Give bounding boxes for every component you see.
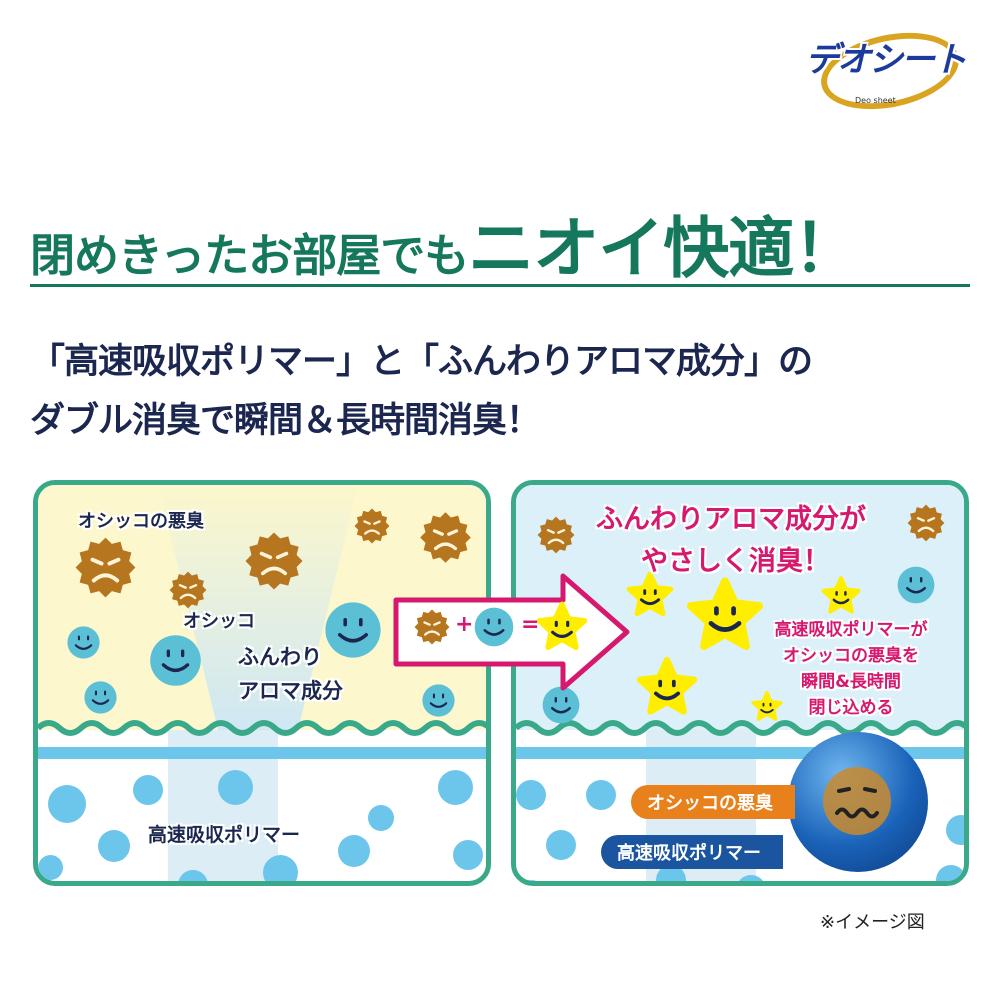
star-face-icon [751,690,783,721]
plus-sign: + [455,612,474,637]
star-face-icon [636,656,698,715]
sheet-stripe [38,747,486,759]
headline-part1: 閉めきったお部屋でも [30,229,469,282]
label-polymer: 高速吸収ポリマー [148,824,301,846]
polymer-dot [739,875,763,881]
aroma-face-icon [897,566,935,604]
polymer-dot [98,830,130,862]
wave-edge [516,720,964,736]
star-face-icon [687,577,763,651]
odor-face-icon [414,609,450,645]
footnote: ※イメージ図 [820,912,925,933]
star-face-icon [626,571,674,617]
odor-face-icon [907,504,945,542]
equals-sign: = [521,612,540,637]
polymer-dot [178,870,208,881]
polymer-caption-line: 瞬間&長時間 [801,672,901,692]
polymer-dot [338,835,370,867]
subhead-line1: 「高速吸収ポリマー」と「ふんわりアロマ成分」の [30,342,813,382]
caption-line2: やさしく消臭！ [641,546,830,577]
odor-face-icon [537,516,575,554]
polymer-dot [133,775,163,805]
label-aroma-2: アロマ成分 [238,679,343,703]
caption-line1: ふんわりアロマ成分が [596,504,866,535]
aroma-face-icon [422,684,455,717]
polymer-dot [525,880,537,881]
headline: 閉めきったお部屋でもニオイ快適！ [30,195,975,291]
logo-text: デオシート [805,40,967,80]
odor-face-icon [245,532,303,590]
aroma-face-icon [67,626,100,659]
wave-edge [38,720,486,736]
label-odor: オシッコの悪臭 [78,511,204,532]
polymer-dot [218,770,253,805]
polymer-caption-line: 閉じ込める [808,698,894,718]
label-urine: オシッコ [183,611,255,632]
polymer-caption-line: 高速吸収ポリマーが [774,620,928,640]
odor-face-icon [420,512,471,563]
polymer-dot [546,830,576,860]
subhead-line2: ダブル消臭で瞬間＆長時間消臭！ [30,401,541,441]
polymer-dot [368,805,394,831]
odor-face-icon [169,571,207,609]
trapped-odor-icon [823,767,891,835]
polymer-dot [946,815,964,845]
logo-subtext: Deo sheet [855,96,896,105]
polymer-dot [656,865,686,881]
pill-polymer: 高速吸収ポリマー [601,835,783,869]
polymer-caption-line: オシッコの悪臭を [783,646,919,666]
divider [30,284,970,287]
polymer-dot [438,770,473,805]
aroma-face-icon [325,602,381,658]
polymer-dot [38,855,63,880]
aroma-face-icon [542,686,580,724]
pill-odor: オシッコの悪臭 [631,785,795,819]
headline-part2: ニオイ快適！ [468,210,859,287]
polymer-dot [516,780,546,810]
aroma-face-icon [474,607,514,647]
aroma-face-icon [150,635,201,686]
after-panel: ふんわりアロマ成分が やさしく消臭！ 高速吸収ポリマーが オシッコの悪臭を 瞬間… [511,480,969,886]
polymer-dot [48,785,86,823]
brand-logo: デオシート Deo sheet [795,21,967,121]
polymer-dot [453,840,483,870]
odor-face-icon [354,508,390,544]
label-aroma-1: ふんわり [238,645,322,669]
polymer-dot [936,865,964,881]
polymer-dot [263,855,298,881]
star-face-icon [536,601,588,651]
before-panel: オシッコの悪臭 オシッコ ふんわり アロマ成分 高速吸収ポリマー [33,480,491,886]
polymer-caption: 高速吸収ポリマーが オシッコの悪臭を 瞬間&長時間 閉じ込める [761,617,941,721]
odor-face-icon [75,537,136,598]
star-face-icon [821,576,861,614]
polymer-dot [586,780,616,810]
aroma-face-icon [84,681,117,714]
